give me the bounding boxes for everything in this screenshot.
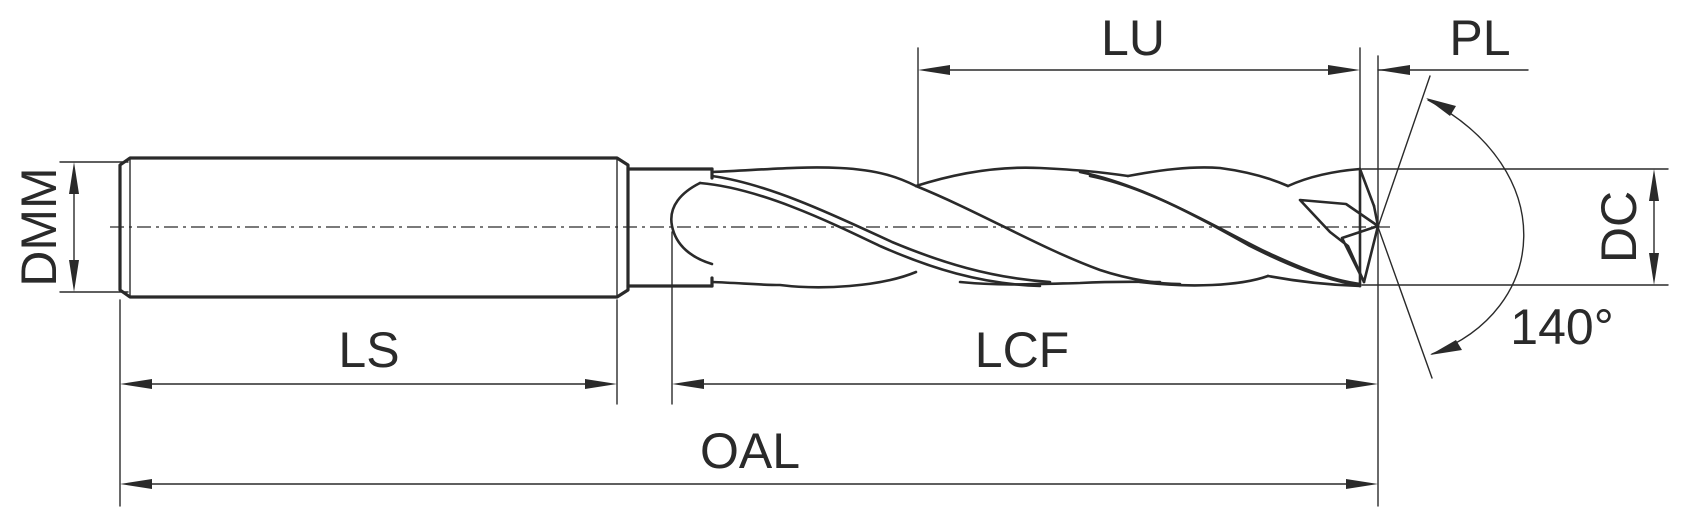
body-top-edge [710,166,918,188]
arrow-lcf-left [672,379,704,389]
drill-tip [1298,198,1380,284]
helix-1b [710,174,1052,284]
arrow-dmm-bottom [69,260,79,292]
arrow-pl [1378,65,1410,75]
arrow-ls-right [585,379,617,389]
label-dmm: DMM [11,167,67,286]
body-top-edge-4 [1286,167,1362,188]
label-angle: 140° [1510,299,1613,355]
dimension-lines [69,65,1659,489]
body-top-edge-2 [914,166,1130,188]
arrow-oal-right [1346,479,1378,489]
arrow-dmm-top [69,162,79,194]
arrow-lcf-right [1346,379,1378,389]
angle-arc [1427,99,1525,355]
flute-heel [670,181,714,266]
helix-2 [914,184,1182,286]
arrow-dc-bottom [1649,253,1659,285]
arrow-angle-top [1426,98,1456,116]
arrow-lu-right [1328,65,1360,75]
label-oal: OAL [700,423,800,479]
label-lcf: LCF [975,322,1069,378]
arrow-dc-top [1649,169,1659,201]
tip-upper-lip [1358,167,1376,208]
arrow-angle-bottom [1430,340,1462,355]
body-top-edge-3 [1126,166,1290,188]
fluted-body [670,166,1380,289]
label-lu: LU [1101,10,1165,66]
body-bottom-edge [710,270,918,289]
label-ls: LS [338,322,399,378]
helix-1a [698,181,1042,288]
arrow-oal-left [120,479,152,489]
angle-leg-upper [1377,75,1431,228]
body-bottom-edge-4 [1266,274,1362,288]
labels: LU PL DMM DC LS LCF OAL 140° [11,10,1647,479]
helix-3b [1088,174,1362,286]
angle-leg-lower [1377,226,1433,379]
label-pl: PL [1449,10,1510,66]
tip-lower-lip [1362,224,1380,284]
neck [626,167,714,288]
label-dc: DC [1591,191,1647,263]
arrow-lu-left [918,65,950,75]
arrow-ls-left [120,379,152,389]
extension-lines [59,47,1669,507]
